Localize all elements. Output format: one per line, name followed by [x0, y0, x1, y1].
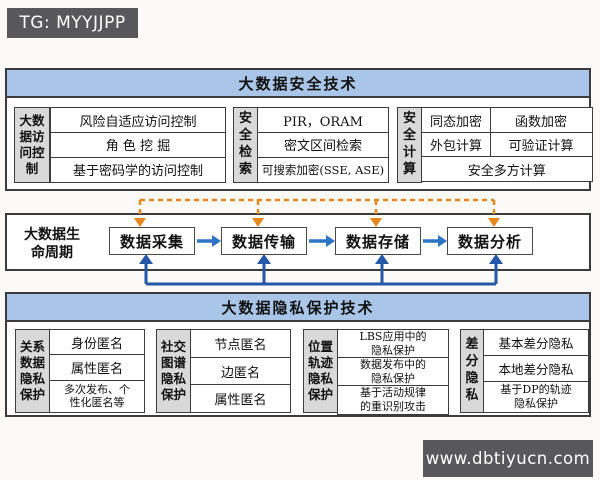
stage-data-collection: 数据采集: [109, 227, 195, 255]
security-item: 可验证计算: [489, 131, 593, 158]
secure-computation-label-line: 安: [402, 111, 416, 127]
security-item: 可搜索加密(SSE, ASE): [257, 156, 389, 183]
secure-retrieval-label-line: 安: [238, 111, 252, 127]
secure-computation-label-line: 计: [402, 145, 416, 160]
privacy-section: 大数据隐私保护技术 关系 数据 隐私 保护 身份匿名 属性匿名 多次发布、个性化…: [5, 292, 591, 417]
privacy-item-text: 多次发布、个性化匿名等: [64, 382, 130, 410]
secure-computation-label-line: 全: [402, 128, 416, 144]
privacy-item: 数据发布中的隐私保护: [337, 357, 449, 387]
privacy-item: 属性匿名: [49, 354, 145, 382]
privacy-item: 节点匿名: [190, 329, 291, 358]
location-privacy-label-line: 隐私: [307, 371, 333, 386]
differential-privacy-label-line: 分: [465, 354, 479, 370]
social-graph-privacy-label-line: 图谱: [160, 354, 186, 370]
differential-privacy-label-line: 私: [465, 387, 479, 403]
location-privacy-label: 位置 轨迹 隐私 保护: [303, 329, 338, 413]
lifecycle-label: 大数据生 命周期: [17, 227, 87, 262]
secure-computation-label-line: 算: [402, 161, 416, 177]
differential-privacy-label-line: 隐: [465, 371, 479, 386]
stage-data-analysis: 数据分析: [447, 227, 533, 255]
relational-privacy-label: 关系 数据 隐私 保护: [15, 329, 50, 413]
differential-privacy-items: 基本差分隐私 本地差分隐私 基于DP的轨迹隐私保护: [483, 329, 589, 413]
relational-privacy-label-line: 隐私: [19, 371, 45, 386]
relational-privacy-label-line: 关系: [19, 338, 45, 354]
security-item: 外包计算: [421, 131, 491, 158]
privacy-section-title: 大数据隐私保护技术: [7, 294, 589, 322]
access-control-items: 风险自适应访问控制 角 色 挖 掘 基于密码学的访问控制: [50, 107, 226, 183]
security-item: 密文区间检索: [257, 131, 389, 159]
security-item: 风险自适应访问控制: [50, 107, 226, 134]
relational-privacy-label-line: 数据: [19, 354, 45, 370]
privacy-item: 边匿名: [190, 356, 291, 386]
security-item: 同态加密: [421, 107, 491, 133]
security-item: 函数加密: [489, 107, 593, 133]
security-section-title: 大数据安全技术: [7, 70, 589, 98]
differential-privacy-label-line: 差: [465, 337, 479, 353]
differential-privacy-label: 差 分 隐 私: [460, 329, 484, 413]
privacy-item: 属性匿名: [190, 384, 291, 413]
location-privacy-label-line: 轨迹: [307, 354, 333, 370]
secure-computation-label: 安 全 计 算: [397, 107, 422, 183]
privacy-item: 多次发布、个性化匿名等: [49, 379, 145, 413]
access-control-label-line: 大数: [19, 112, 45, 128]
security-section-body: 大数 据访 问控 制 风险自适应访问控制 角 色 挖 掘 基于密码学的访问控制 …: [7, 98, 593, 189]
secure-retrieval-label-line: 全: [238, 128, 252, 144]
access-control-label-line: 据访: [19, 128, 45, 144]
access-control-label-line: 制: [25, 161, 39, 177]
privacy-item: 基本差分隐私: [483, 329, 589, 357]
secure-retrieval-label-line: 检: [238, 145, 252, 160]
secure-retrieval-label: 安 全 检 索: [233, 107, 258, 183]
access-control-label: 大数 据访 问控 制: [14, 107, 50, 183]
social-graph-privacy-label: 社交 图谱 隐私 保护: [156, 329, 191, 413]
social-graph-privacy-label-line: 隐私: [160, 371, 186, 386]
relational-privacy-label-line: 保护: [19, 387, 45, 403]
access-control-label-line: 问控: [19, 145, 45, 160]
tg-watermark-badge: TG: MYYJJPP: [7, 8, 138, 38]
stage-data-transmission: 数据传输: [221, 227, 307, 255]
lifecycle-label-line: 大数据生: [24, 227, 80, 243]
privacy-item: 本地差分隐私: [483, 354, 589, 383]
security-item: 角 色 挖 掘: [50, 131, 226, 159]
location-privacy-items: LBS应用中的隐私保护 数据发布中的隐私保护 基于活动规律的重识别攻击: [337, 329, 449, 415]
privacy-item-text: 基于DP的轨迹隐私保护: [500, 383, 572, 410]
privacy-item-text: LBS应用中的隐私保护: [359, 330, 427, 357]
privacy-section-body: 关系 数据 隐私 保护 身份匿名 属性匿名 多次发布、个性化匿名等 社交 图谱 …: [7, 322, 589, 415]
privacy-item: 基于DP的轨迹隐私保护: [483, 380, 589, 413]
stage-data-storage: 数据存储: [335, 227, 421, 255]
security-item: 基于密码学的访问控制: [50, 156, 226, 183]
site-watermark-badge: www.dbtiyucn.com: [423, 440, 593, 477]
privacy-item: 身份匿名: [49, 329, 145, 356]
lifecycle-label-line: 命周期: [31, 244, 73, 261]
security-item: 安全多方计算: [421, 156, 593, 182]
social-graph-privacy-label-line: 保护: [160, 387, 186, 403]
privacy-item-text: 基于活动规律的重识别攻击: [360, 386, 426, 413]
social-graph-privacy-label-line: 社交: [160, 338, 186, 354]
privacy-item: LBS应用中的隐私保护: [337, 329, 449, 359]
location-privacy-label-line: 位置: [307, 338, 333, 354]
relational-privacy-items: 身份匿名 属性匿名 多次发布、个性化匿名等: [49, 329, 145, 413]
secure-retrieval-label-line: 索: [238, 161, 252, 177]
security-item: PIR，ORAM: [257, 107, 389, 134]
privacy-item: 基于活动规律的重识别攻击: [337, 385, 449, 415]
location-privacy-label-line: 保护: [307, 387, 333, 403]
secure-computation-grid: 同态加密 函数加密 外包计算 可验证计算 安全多方计算: [421, 107, 593, 182]
privacy-item-text: 数据发布中的隐私保护: [360, 358, 426, 385]
secure-retrieval-items: PIR，ORAM 密文区间检索 可搜索加密(SSE, ASE): [257, 107, 389, 183]
security-section: 大数据安全技术 大数 据访 问控 制 风险自适应访问控制 角 色 挖 掘 基于密…: [5, 68, 593, 191]
social-graph-privacy-items: 节点匿名 边匿名 属性匿名: [190, 329, 291, 413]
